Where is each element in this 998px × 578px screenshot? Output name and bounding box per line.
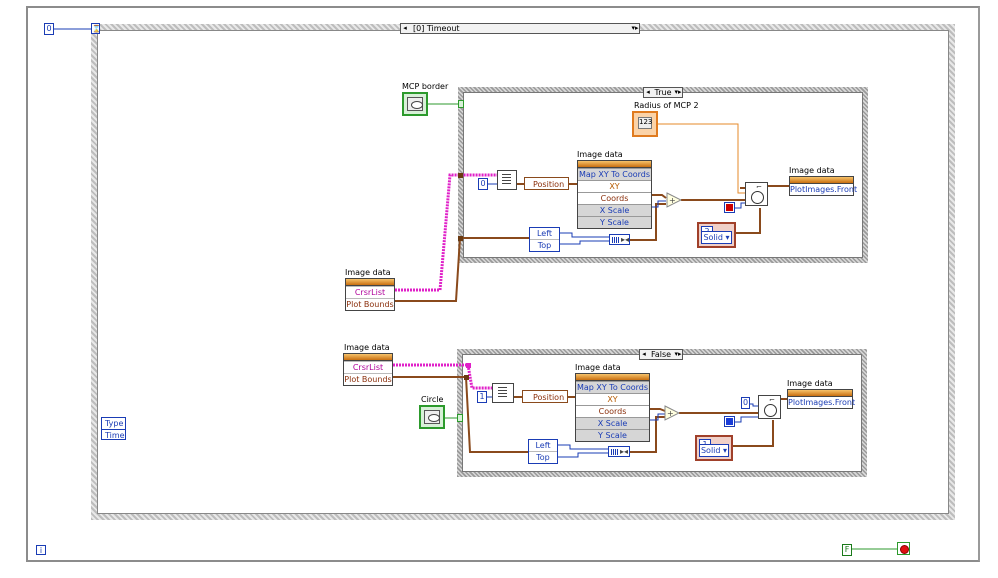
out-image-data-label: Image data — [787, 379, 833, 388]
mcp-border-label: MCP border — [402, 82, 449, 91]
dropdown-arrow-icon[interactable]: ▾▸ — [674, 88, 682, 96]
index-constant[interactable]: 0 — [478, 178, 488, 190]
out-image-data-label: Image data — [789, 166, 835, 175]
case-selector-tunnel — [457, 414, 463, 422]
while-loop — [26, 6, 980, 562]
index-array-icon[interactable] — [497, 170, 517, 190]
true-case-selector[interactable]: ◂ True ▾▸ — [643, 87, 683, 98]
position-unbundle[interactable]: Position — [522, 390, 568, 403]
svg-text:+: + — [669, 196, 676, 205]
radius-label: Radius of MCP 2 — [634, 101, 699, 110]
bundle-cluster-icon[interactable]: ▸◂ — [609, 234, 630, 245]
stop-constant[interactable]: F — [842, 544, 852, 556]
line-style-value: Solid ▾ — [701, 231, 732, 244]
image-data-unbundle[interactable]: CrsrList Plot Bounds — [343, 353, 393, 386]
mcp-border-control[interactable] — [402, 92, 428, 116]
radius-control[interactable]: 123 — [632, 111, 658, 137]
bounds-tunnel — [458, 236, 463, 241]
crsrlist-tunnel — [466, 363, 471, 368]
bounds-tunnel — [464, 375, 469, 380]
timeout-terminal-icon: ⌛ — [91, 23, 101, 34]
add-icon[interactable]: + — [664, 405, 680, 421]
zero-constant[interactable]: 0 — [741, 397, 750, 409]
prev-arrow-icon[interactable]: ◂ — [403, 24, 407, 32]
image-data-property-node[interactable]: Map XY To Coords XY Coords X Scale Y Sca… — [577, 160, 652, 229]
bounds-unbundle[interactable]: Left Top — [528, 439, 558, 464]
index-array-icon[interactable] — [492, 383, 514, 403]
stop-condition-icon[interactable] — [897, 542, 910, 555]
case-selector-tunnel — [458, 100, 464, 108]
circle-label: Circle — [421, 395, 444, 404]
prev-arrow-icon[interactable]: ◂ — [642, 350, 646, 358]
add-icon[interactable]: + — [666, 192, 682, 208]
dropdown-arrow-icon[interactable]: ▾▸ — [631, 24, 639, 32]
color-swatch — [726, 418, 733, 425]
color-box-constant[interactable] — [724, 202, 735, 213]
line-style-ring[interactable]: 2 Solid ▾ — [697, 222, 736, 248]
bounds-unbundle[interactable]: Left Top — [529, 227, 560, 252]
position-unbundle[interactable]: Position — [524, 177, 569, 190]
bundle-cluster-icon[interactable]: ▸◂ — [608, 446, 630, 457]
prev-arrow-icon[interactable]: ◂ — [646, 88, 650, 96]
selector-terminal — [458, 173, 463, 178]
image-data-unbundle[interactable]: CrsrList Plot Bounds — [345, 278, 395, 311]
line-style-ring[interactable]: 1 Solid ▾ — [695, 435, 733, 461]
color-box-constant[interactable] — [724, 416, 735, 427]
draw-circle-icon[interactable]: ⌐ — [745, 182, 768, 206]
dropdown-arrow-icon[interactable]: ▾▸ — [674, 350, 682, 358]
index-constant[interactable]: 1 — [477, 391, 487, 403]
out-property-node[interactable]: PlotImages.Front — [787, 389, 855, 409]
event-data-node[interactable]: Type Time — [101, 417, 126, 440]
true-case-structure — [458, 87, 868, 263]
image-data-label: Image data — [344, 343, 390, 352]
event-selector[interactable]: ◂ [0] Timeout ▾▸ — [400, 23, 640, 34]
svg-text:+: + — [667, 409, 674, 418]
pnode-label: Image data — [577, 150, 623, 159]
init-constant[interactable]: 0 — [44, 23, 54, 35]
iteration-terminal: i — [36, 545, 46, 555]
color-swatch — [726, 204, 733, 211]
circle-control[interactable] — [419, 405, 445, 429]
out-property-node[interactable]: PlotImages.Front — [789, 176, 857, 196]
pnode-label: Image data — [575, 363, 621, 372]
false-case-structure — [457, 349, 867, 477]
line-style-value: Solid ▾ — [699, 444, 729, 457]
false-case-selector[interactable]: ◂ False ▾▸ — [639, 349, 683, 360]
image-data-label: Image data — [345, 268, 391, 277]
draw-circle-icon[interactable]: ⌐ — [758, 395, 781, 419]
image-data-property-node[interactable]: Map XY To Coords XY Coords X Scale Y Sca… — [575, 373, 650, 442]
